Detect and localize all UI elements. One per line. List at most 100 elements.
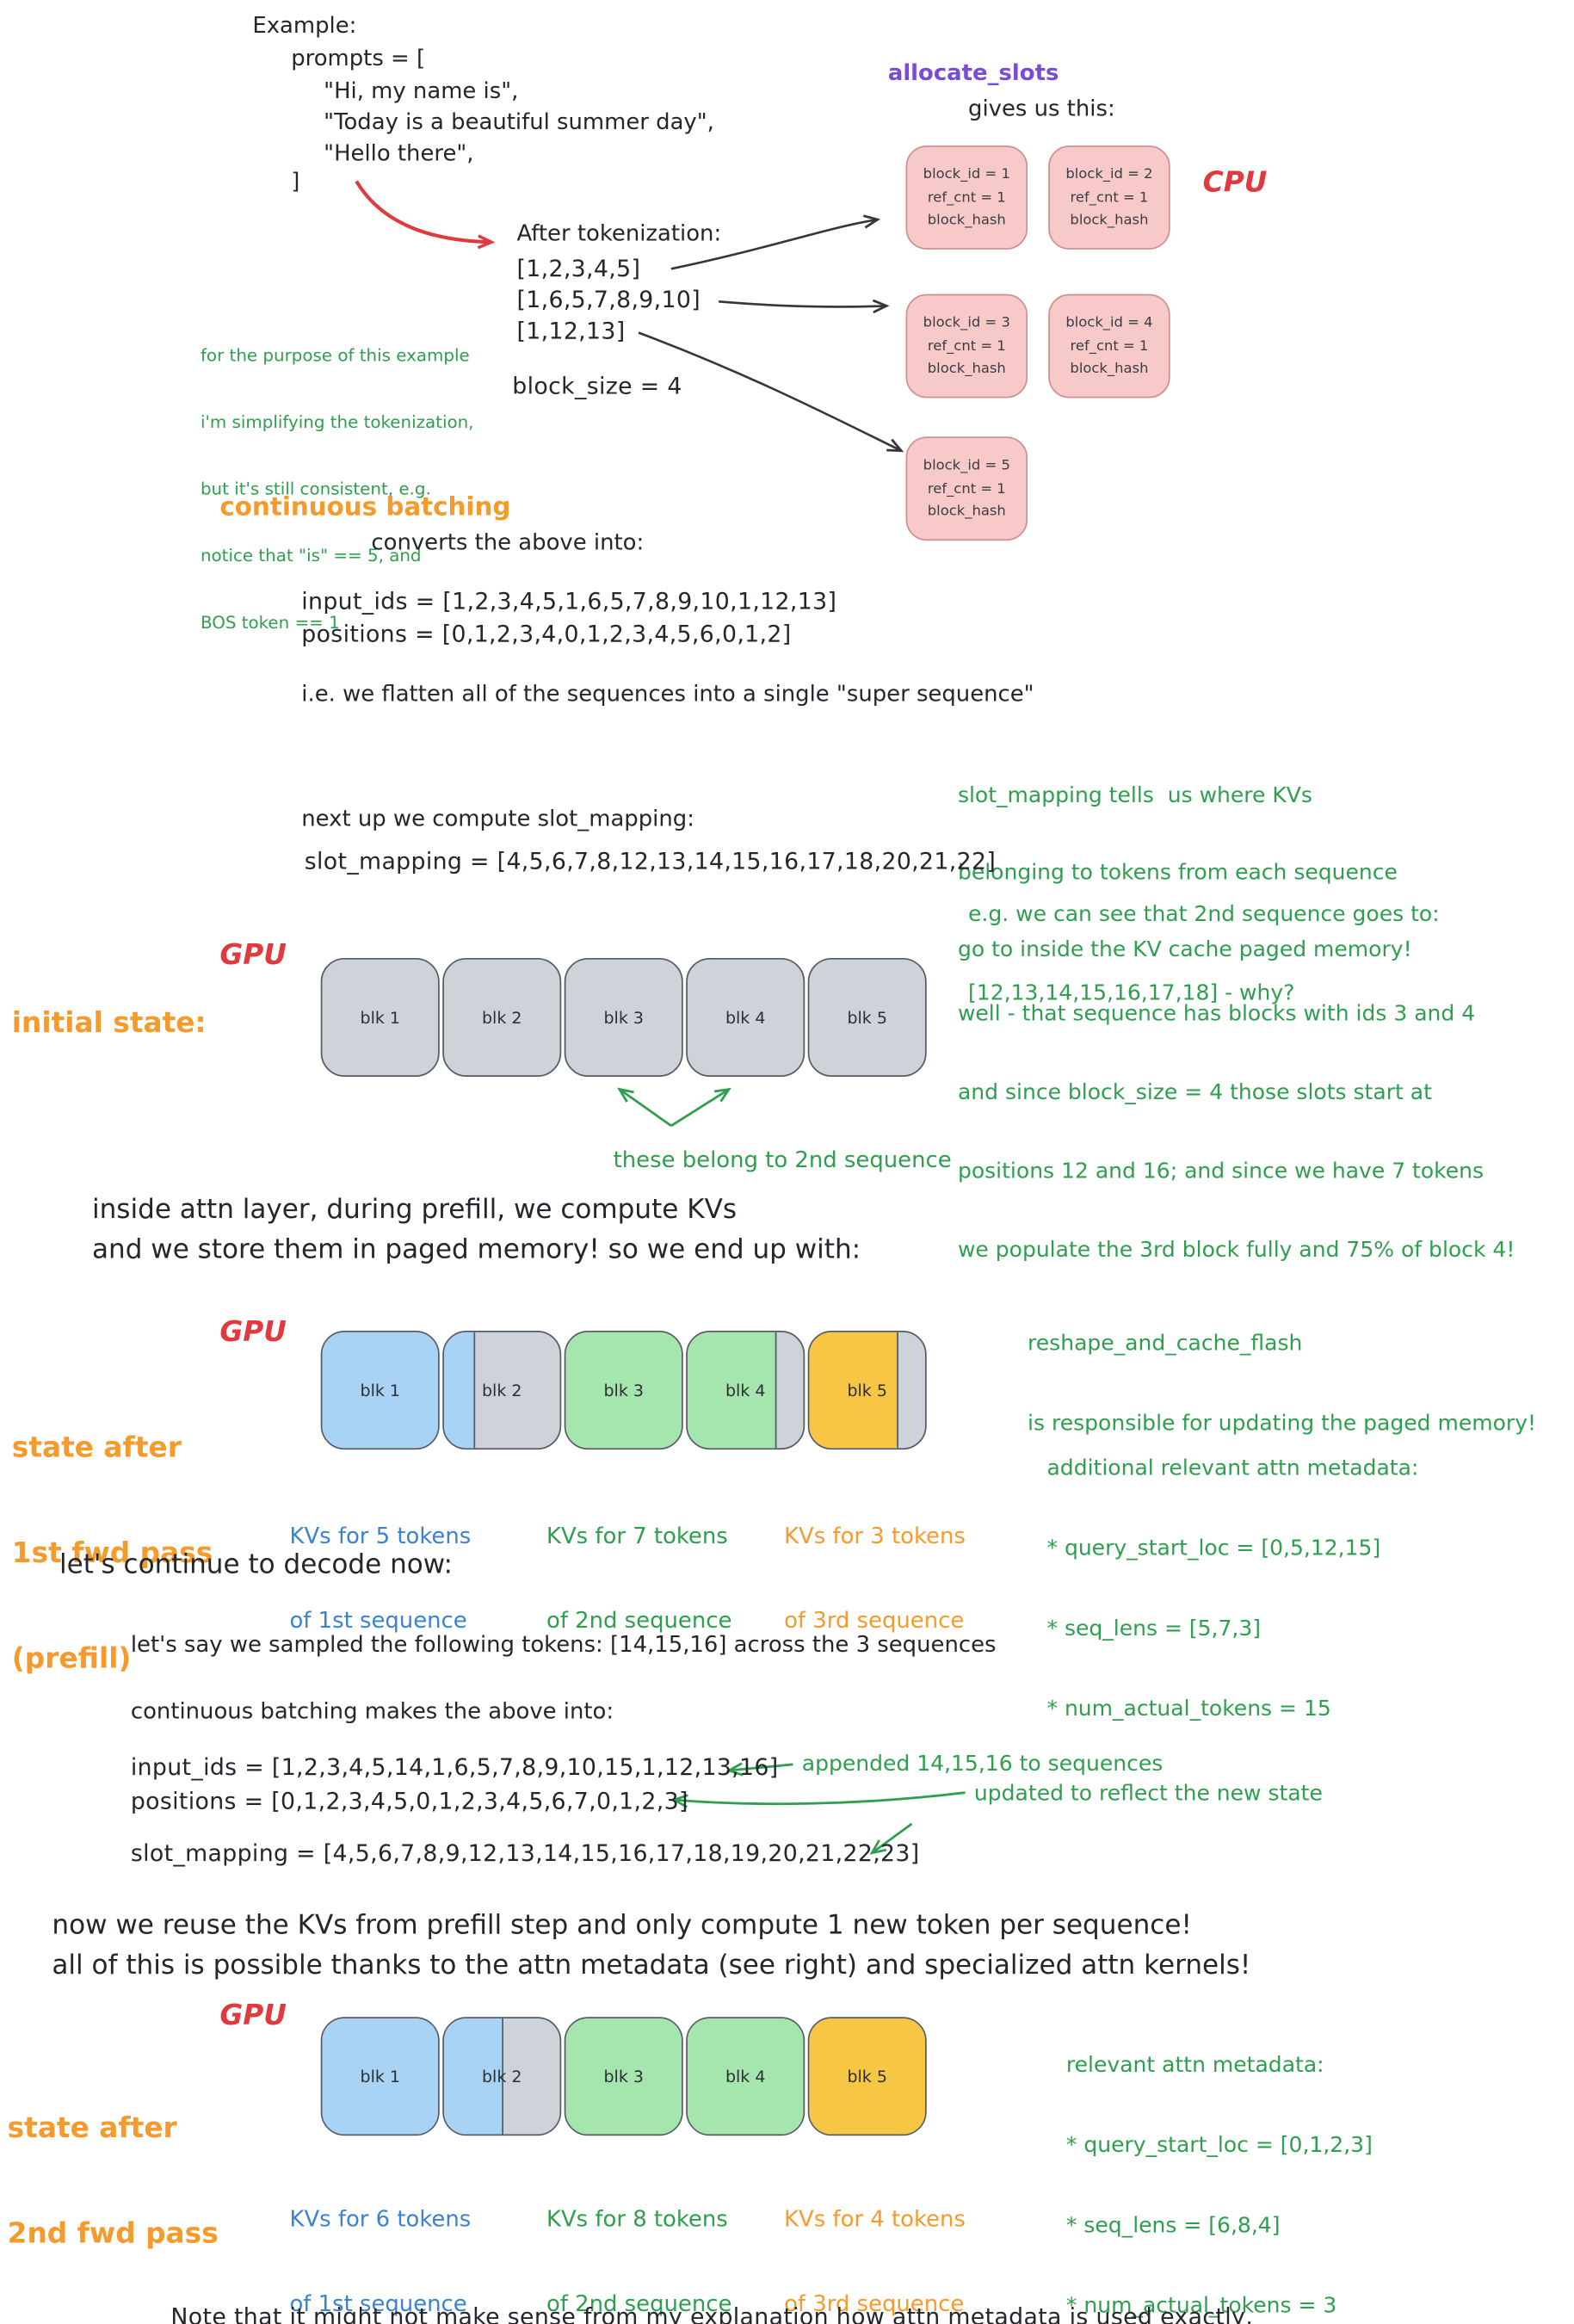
gpu-block-label: blk 3 [603,1380,644,1400]
arrow-prompts-to-tokenization [355,180,496,250]
prompts-code-line: ] [291,167,300,195]
caption-line: KVs for 7 tokens [546,1522,728,1549]
gpu-block-label: blk 1 [360,1380,400,1400]
caption-line: KVs for 4 tokens [784,2205,966,2233]
cpu-block-id: block_id = 4 [1065,314,1153,331]
caption-line: of 1st sequence [289,1606,467,1635]
cpu-block-refcnt: ref_cnt = 1 [927,480,1006,498]
appended-annotation: appended 14,15,16 to sequences [801,1752,1164,1777]
cpu-block-id: block_id = 2 [1065,166,1153,183]
cpu-block-refcnt: ref_cnt = 1 [1070,189,1149,206]
gpu-block-label: blk 3 [603,2067,644,2086]
metadata-line: additional relevant attn metadata: [1046,1456,1419,1481]
decode-attn-metadata: relevant attn metadata: * query_start_lo… [1066,2002,1373,2324]
why-line: we populate the 3rd block fully and 75% … [957,1239,1515,1263]
gpu-initial-blk-1: blk 1 [320,957,440,1077]
caption-line: KVs for 8 tokens [546,2205,728,2233]
gpu-block-label: blk 5 [847,2067,887,2086]
cpu-block-hash: block_hash [1070,361,1149,378]
side-note-line: notice that "is" == 5, and [200,545,422,566]
tokenized-seq-1: [1,2,3,4,5] [516,255,641,282]
gpu-initial-blk-4: blk 4 [686,957,806,1077]
why-line: positions 12 and 16; and since we have 7… [957,1159,1484,1184]
cpu-block-5: block_id = 5 ref_cnt = 1 block_hash [905,436,1028,541]
metadata-line: * seq_lens = [5,7,3] [1046,1617,1262,1641]
gpu-block-label: blk 4 [725,1380,766,1400]
prompts-code-line: "Hello there", [324,139,474,167]
arrow-note-to-blk3 [617,1087,672,1128]
second-sequence-arrow-note: these belong to 2nd sequence [613,1147,952,1174]
metadata-line: * num_actual_tokens = 15 [1046,1697,1331,1721]
gpu-block-label: blk 2 [482,1007,522,1028]
prefill-intro-line: inside attn layer, during prefill, we co… [91,1194,738,1226]
gpu-decode-blk-2: blk 2 [442,2017,562,2136]
allocate-caption: gives us this: [968,95,1115,122]
side-note-line: for the purpose of this example [200,344,470,366]
gpu-block-label: blk 4 [725,2067,766,2086]
gpu-block-label: blk 3 [603,1007,644,1028]
gpu-prefill-blk-5: blk 5 [807,1331,927,1450]
cache-note-line: reshape_and_cache_flash [1028,1332,1303,1357]
tokenized-seq-2: [1,6,5,7,8,9,10] [516,287,701,314]
cpu-block-4: block_id = 4 ref_cnt = 1 block_hash [1048,294,1170,399]
decode-positions: positions = [0,1,2,3,4,5,0,1,2,3,4,5,6,7… [130,1788,688,1815]
slot-mapping-intro: next up we compute slot_mapping: [301,805,694,832]
gpu-decode-blk-5: blk 5 [807,2017,927,2136]
slot-mapping-example-note: e.g. we can see that 2nd sequence goes t… [968,852,1440,1057]
decode-caption-seq1: KVs for 6 tokens of 1st sequence [289,2151,471,2324]
decode-state-label: state after 2nd fwd pass (decode) [8,2043,219,2324]
example-note-line: [12,13,14,15,16,17,18] - why? [968,981,1295,1006]
gpu-block-label: blk 2 [482,2067,522,2086]
metadata-line: * query_start_loc = [0,1,2,3] [1065,2134,1373,2159]
tokenization-side-note: for the purpose of this example i'm simp… [201,300,474,679]
example-title: Example: [252,11,357,39]
why-line: and since block_size = 4 those slots sta… [957,1081,1432,1105]
cpu-block-id: block_id = 1 [923,166,1010,183]
cpu-block-refcnt: ref_cnt = 1 [927,189,1006,206]
caption-line: of 3rd sequence [784,1606,965,1635]
gpu-decode-blk-3: blk 3 [564,2017,683,2136]
prefill-intro-line: and we store them in paged memory! so we… [91,1233,861,1266]
gpu-label-decode: GPU [219,1999,287,2032]
reshape-cache-note: reshape_and_cache_flash is responsible f… [1028,1280,1536,1488]
cpu-block-refcnt: ref_cnt = 1 [1070,337,1149,355]
prefill-caption-seq2: KVs for 7 tokens of 2nd sequence [546,1468,731,1690]
decode-sampled: let's say we sampled the following token… [130,1630,997,1658]
continuous-batching-title: continuous batching [219,492,511,523]
tokenized-seq-3: [1,12,13] [516,318,626,345]
gpu-block-label: blk 5 [847,1007,887,1028]
state-label-line: state after [7,2111,177,2145]
metadata-line: * query_start_loc = [0,5,12,15] [1046,1536,1381,1561]
metadata-line: * seq_lens = [6,8,4] [1065,2214,1281,2239]
metadata-line: relevant attn metadata: [1065,2054,1324,2078]
explainer-line: slot_mapping tells us where KVs [957,784,1312,808]
gpu-label-initial: GPU [219,938,287,972]
metadata-line: * num_actual_tokens = 3 [1065,2294,1337,2319]
gpu-prefill-blk-3: blk 3 [564,1331,683,1450]
state-label-line: (decode) [8,2320,219,2324]
caption-line: KVs for 6 tokens [289,2205,472,2233]
cpu-block-refcnt: ref_cnt = 1 [927,337,1006,355]
gpu-prefill-blk-1: blk 1 [320,1331,440,1450]
decode-slot-mapping: slot_mapping = [4,5,6,7,8,9,12,13,14,15,… [130,1839,920,1867]
gpu-block-label: blk 2 [482,1380,522,1400]
flatten-note: i.e. we flatten all of the sequences int… [301,680,1034,708]
decode-caption-seq3: KVs for 4 tokens of 3rd sequence [784,2151,966,2324]
cpu-block-id: block_id = 3 [923,314,1010,331]
gpu-prefill-blk-4: blk 4 [686,1331,806,1450]
initial-state-label: initial state: [11,1006,207,1040]
reuse-line: now we reuse the KVs from prefill step a… [52,1909,1192,1942]
cpu-block-hash: block_hash [927,361,1006,378]
batching-caption: converts the above into: [371,528,645,556]
allocate-slots-label: allocate_slots [887,59,1059,87]
gpu-block-label: blk 1 [360,2067,400,2086]
gpu-decode-blk-4: blk 4 [686,2017,806,2136]
decode-caption-seq2: KVs for 8 tokens of 2nd sequence [546,2151,731,2324]
slot-mapping-explainer: slot_mapping tells us where KVs belongin… [958,733,1412,1012]
caption-line: KVs for 3 tokens [784,1522,966,1549]
footer-line: Note that it might not make sense from m… [170,2303,1253,2324]
side-note-line: BOS token == 1 [200,611,340,634]
arrow-updated-to-positions [670,1791,966,1808]
cpu-block-id: block_id = 5 [923,457,1010,474]
